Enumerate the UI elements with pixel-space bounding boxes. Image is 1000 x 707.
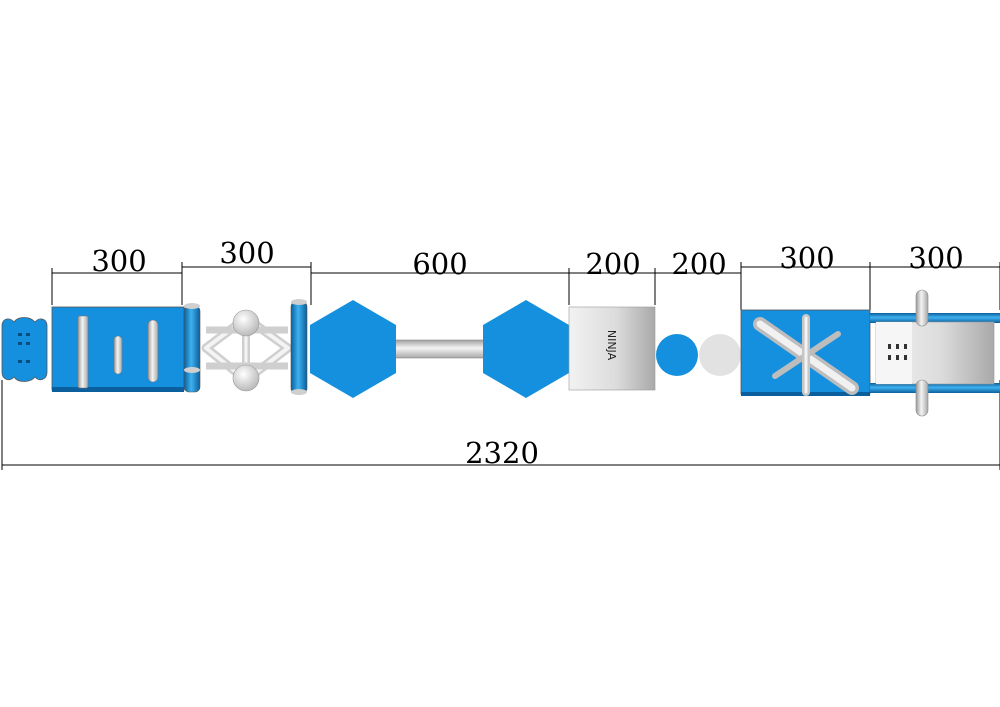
dim-label-5: 200 — [671, 247, 726, 281]
climbing-wall-module — [51, 303, 201, 393]
dim-label-7: 300 — [908, 241, 963, 275]
dim-label-1: 300 — [91, 244, 146, 278]
dim-label-4: 200 — [585, 247, 640, 281]
dim-label-3: 600 — [412, 247, 467, 281]
ninja-label: NINJA — [605, 330, 618, 361]
entrance-head — [1, 317, 48, 382]
dimension-lines — [1, 262, 1000, 470]
dimension-labels: 300 300 600 200 200 300 300 2320 — [91, 236, 963, 470]
ninja-module: NINJA — [568, 306, 656, 391]
sweeper-module — [740, 309, 871, 396]
dim-label-total: 2320 — [465, 436, 539, 470]
hexagon-bridge-module — [310, 300, 569, 398]
tube-frame-module — [201, 299, 308, 395]
dim-label-6: 300 — [779, 241, 834, 275]
slide-module — [870, 289, 1000, 417]
dim-label-2: 300 — [219, 236, 274, 270]
stepping-circles-module — [656, 334, 741, 376]
